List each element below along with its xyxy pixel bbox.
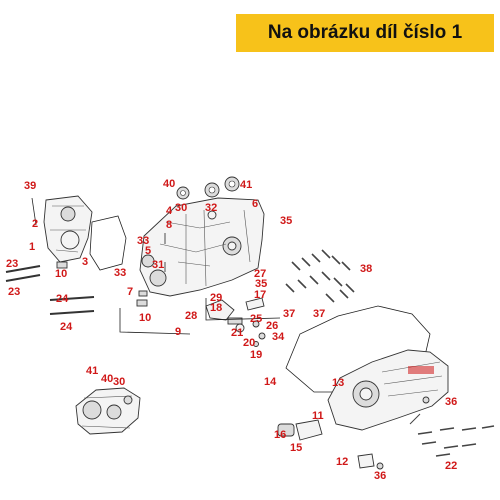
gasket bbox=[89, 215, 127, 271]
callout-35: 35 bbox=[255, 278, 267, 290]
studs-23 bbox=[5, 265, 41, 282]
bolt bbox=[31, 197, 37, 226]
transmission-cover bbox=[327, 349, 449, 431]
callout-30: 30 bbox=[113, 376, 125, 388]
callout-13: 13 bbox=[332, 377, 344, 389]
callout-7: 7 bbox=[127, 286, 133, 298]
studs-24 bbox=[49, 296, 95, 315]
bearings-top bbox=[176, 176, 240, 220]
bolt-set bbox=[285, 249, 355, 303]
callout-15: 15 bbox=[290, 442, 302, 454]
callout-1: 1 bbox=[29, 241, 35, 253]
callout-36: 36 bbox=[374, 470, 386, 482]
dowel-pin bbox=[56, 261, 68, 269]
callout-25: 25 bbox=[250, 313, 262, 325]
callout-29: 29 bbox=[210, 292, 222, 304]
callout-10: 10 bbox=[139, 312, 151, 324]
callout-4: 4 bbox=[166, 205, 173, 217]
callout-38: 38 bbox=[360, 263, 372, 275]
callout-26: 26 bbox=[266, 320, 278, 332]
callout-21: 21 bbox=[231, 327, 243, 339]
gear-case-unit bbox=[75, 387, 141, 435]
banner-text: Na obrázku díl číslo 1 bbox=[267, 22, 463, 43]
callout-6: 6 bbox=[252, 198, 258, 210]
callout-19: 19 bbox=[250, 349, 262, 361]
callout-23: 23 bbox=[8, 286, 20, 298]
callout-10: 10 bbox=[55, 268, 67, 280]
left-crankcase-half bbox=[43, 195, 93, 263]
part-number-banner: Na obrázku díl číslo 1 bbox=[236, 14, 494, 52]
callout-37: 37 bbox=[283, 308, 295, 320]
callout-3: 3 bbox=[82, 256, 88, 268]
callout-24: 24 bbox=[56, 293, 69, 305]
callout-12: 12 bbox=[336, 456, 348, 468]
callout-18: 18 bbox=[210, 302, 222, 314]
callout-27: 27 bbox=[254, 268, 266, 280]
callout-17: 17 bbox=[254, 289, 266, 301]
callout-11: 11 bbox=[312, 410, 324, 422]
callout-41: 41 bbox=[240, 179, 252, 191]
air-duct bbox=[277, 419, 323, 441]
shaft-assembly bbox=[205, 299, 245, 333]
callout-30: 30 bbox=[175, 202, 187, 214]
callout-32: 32 bbox=[205, 202, 217, 214]
callout-5: 5 bbox=[145, 245, 151, 257]
dowel-pin-right bbox=[136, 299, 148, 307]
cover-bolts bbox=[409, 413, 495, 457]
pin bbox=[138, 290, 148, 297]
callout-14: 14 bbox=[264, 376, 277, 388]
callout-39: 39 bbox=[24, 180, 36, 192]
callout-20: 20 bbox=[243, 337, 255, 349]
clip-parts bbox=[357, 396, 430, 470]
small-hardware bbox=[245, 297, 266, 347]
callout-37: 37 bbox=[313, 308, 325, 320]
right-crankcase-half bbox=[139, 197, 265, 297]
callout-35: 35 bbox=[280, 215, 292, 227]
callout-labels: 39 2 1 10 3 23 23 24 24 40 30 41 32 4 6 … bbox=[6, 178, 457, 482]
callout-36: 36 bbox=[445, 396, 457, 408]
callout-22: 22 bbox=[445, 460, 457, 472]
callout-9: 9 bbox=[175, 326, 181, 338]
callout-33: 33 bbox=[114, 267, 126, 279]
callout-31: 31 bbox=[152, 259, 164, 271]
callout-41: 41 bbox=[86, 365, 98, 377]
callout-24: 24 bbox=[60, 321, 73, 333]
callout-34: 34 bbox=[272, 331, 285, 343]
callout-40: 40 bbox=[101, 373, 113, 385]
callout-2: 2 bbox=[32, 218, 38, 230]
callout-16: 16 bbox=[274, 429, 286, 441]
callout-28: 28 bbox=[185, 310, 197, 322]
oil-seal bbox=[141, 254, 155, 268]
callout-40: 40 bbox=[163, 178, 175, 190]
callout-23: 23 bbox=[6, 258, 18, 270]
callout-33: 33 bbox=[137, 235, 149, 247]
callout-8: 8 bbox=[166, 219, 172, 231]
